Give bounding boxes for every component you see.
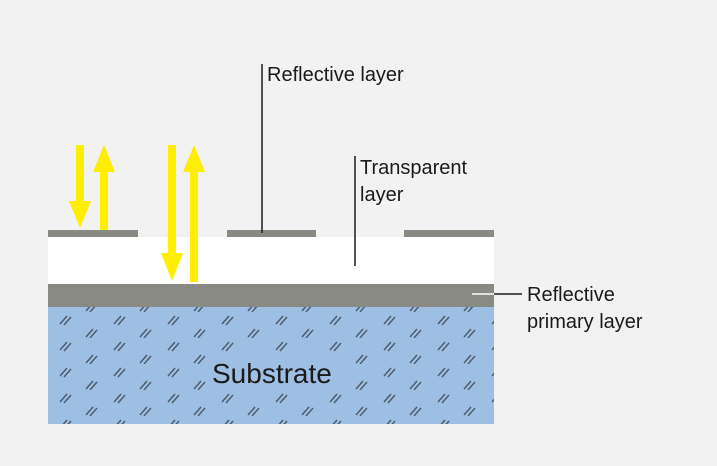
arrow-up-icon: [183, 145, 205, 282]
substrate-label-backdrop: [206, 352, 346, 390]
arrow-down-icon: [69, 145, 91, 228]
arrow-up-icon: [93, 145, 115, 230]
transparent-layer: [48, 237, 494, 284]
transparent-layer-label-line1: Transparent: [360, 157, 468, 179]
reflective-segment: [227, 230, 316, 237]
reflective-segment: [404, 230, 494, 237]
primary-layer-label-line2: primary layer: [527, 311, 643, 333]
arrow-down-icon: [161, 145, 183, 281]
reflective-layer-label: Reflective layer: [267, 64, 404, 86]
primary-layer-label-line1: Reflective: [527, 284, 615, 306]
transparent-layer-label-line2: layer: [360, 184, 404, 206]
substrate-label: Substrate: [212, 358, 332, 389]
reflective-primary-layer: [48, 284, 494, 307]
reflective-segment: [48, 230, 138, 237]
